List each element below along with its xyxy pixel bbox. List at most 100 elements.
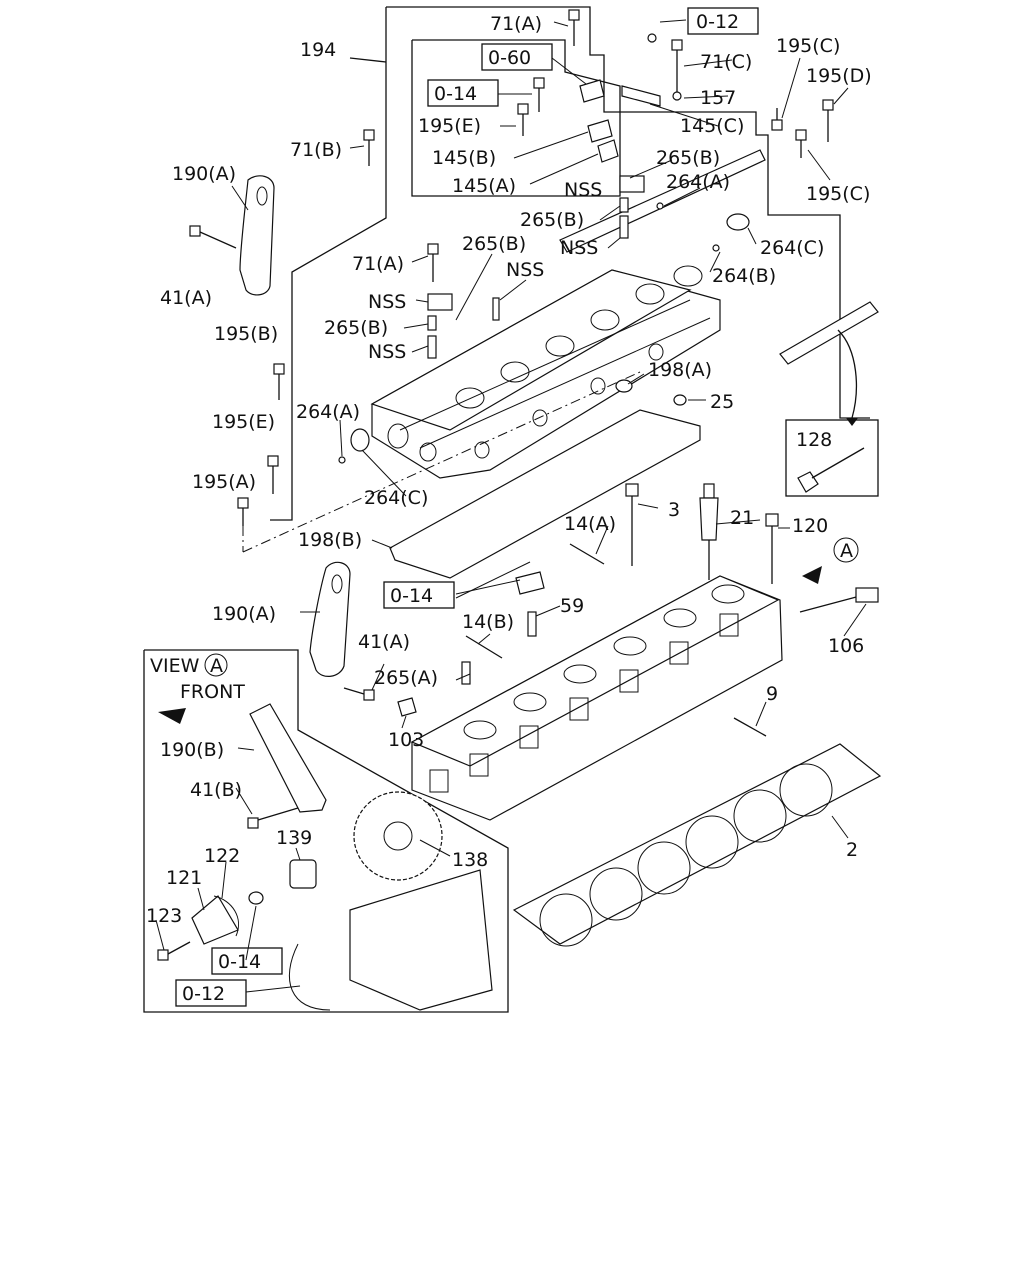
label-195c-2: 195(C) [806,183,870,205]
label-71a-top: 71(A) [490,13,542,35]
bolt-71a-top [568,9,580,46]
box-014-top [427,79,499,107]
label-view-a: A [210,655,223,677]
label-25: 25 [710,391,734,413]
bracket-145a [597,139,619,163]
engine-housing-curve [289,943,331,1011]
label-71c: 71(C) [700,51,752,73]
bracket-060 [579,79,605,103]
label-2: 2 [846,839,858,861]
label-120: 120 [792,515,828,537]
bolt-71a-mid [427,243,439,282]
bolt-195e-top [517,103,529,136]
bolt-3-head [625,483,639,497]
sensor-106-head [855,587,879,603]
pin-nss-2 [492,297,500,321]
bolt-195c-top [771,108,783,131]
label-264a-2: 264(A) [296,401,360,423]
label-195a: 195(A) [192,471,256,493]
front-arrow [158,708,186,724]
label-71a-mid: 71(A) [352,253,404,275]
label-264a-top: 264(A) [666,171,730,193]
box-060 [481,43,553,71]
label-190b: 190(B) [160,739,224,761]
box-012-top [687,7,759,35]
view-a-circle [204,653,228,677]
label-265b-4: 265(B) [324,317,388,339]
bracket-190a-mid [309,561,351,677]
label-41b: 41(B) [190,779,242,801]
ball-264a-top [656,202,664,210]
label-121: 121 [166,867,202,889]
label-14b: 14(B) [462,611,514,633]
label-195e-top: 195(E) [418,115,481,137]
label-front: FRONT [180,681,245,703]
label-012-top: 0-12 [696,11,739,33]
label-194: 194 [300,39,336,61]
bracket-190a-top-slot [256,186,268,206]
label-41a-top: 41(A) [160,287,212,309]
label-nss-4: NSS [368,291,406,313]
label-14a: 14(A) [564,513,616,535]
washer-157 [672,91,682,101]
bolt-71c [671,39,683,92]
gasket-198b [389,409,701,579]
subassembly-frame [411,39,621,197]
bolt-195e-2 [267,455,279,494]
bolt-014-bot [248,891,264,905]
bracket-145c [621,85,661,107]
label-198b: 198(B) [298,529,362,551]
label-265b-2: 265(B) [520,209,584,231]
dowel-nss-mid [427,335,437,359]
bolt-195c-2 [795,129,807,158]
housing-upper-rail [559,149,766,253]
label-157: 157 [700,87,736,109]
sensor-106-rod [799,595,861,613]
label-3: 3 [668,499,680,521]
ball-264a-left [338,456,346,464]
callout-arrowhead-128 [846,418,858,426]
plug-264c-left [350,428,370,452]
glow-plug-21-top [703,483,715,499]
cover-121 [191,895,239,945]
bracket-190a-mid-slot [331,574,343,594]
label-nss-2: NSS [560,237,598,259]
label-21: 21 [730,507,754,529]
label-nss-3: NSS [506,259,544,281]
label-190a-top: 190(A) [172,163,236,185]
callout-arrow-128 [837,329,857,419]
label-195e-2: 195(E) [212,411,275,433]
label-nss-5: NSS [368,341,406,363]
leader-194 [349,57,387,63]
engine-block-sketch [349,869,493,1011]
label-198a: 198(A) [648,359,712,381]
label-123: 123 [146,905,182,927]
ball-264b [712,244,720,252]
label-014-top: 0-14 [434,83,477,105]
pin-59 [527,611,537,637]
rail-part-right [779,301,879,365]
group-frame-194 [386,6,870,419]
label-195b: 195(B) [214,323,278,345]
plug-264c-right [726,213,750,231]
bolt-71b [363,129,375,166]
label-145c: 145(C) [680,115,744,137]
view-a-frame [143,649,509,1013]
pin-265a [461,661,471,685]
group-frame-194-left [270,7,387,521]
bracket-145b [587,119,613,143]
label-190a-2: 190(A) [212,603,276,625]
circle-a-marker [833,537,859,563]
bolt-41a-mid [343,687,375,701]
label-106: 106 [828,635,864,657]
pin-265b-mid [427,315,437,331]
label-128: 128 [796,429,832,451]
label-014-mid: 0-14 [390,585,433,607]
label-265b-1: 265(B) [656,147,720,169]
bolt-41a-top [189,225,237,249]
bushing-139 [289,859,317,889]
stud-9 [733,717,767,737]
bolt-014-top [533,77,545,112]
bolt-123 [157,941,191,961]
